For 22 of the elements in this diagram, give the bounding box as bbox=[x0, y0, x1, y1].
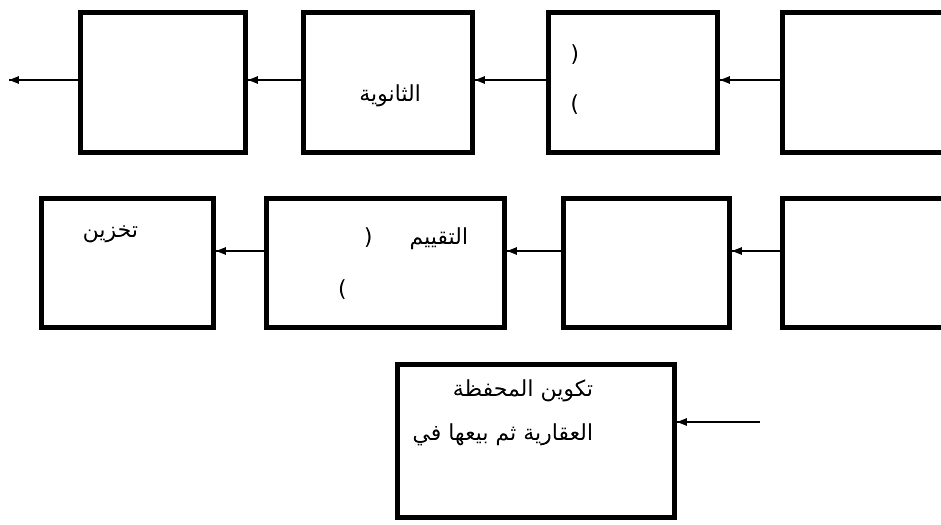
empty-box bbox=[78, 10, 248, 155]
process-box bbox=[264, 196, 507, 330]
arrow bbox=[216, 247, 264, 255]
process-box bbox=[301, 10, 475, 155]
empty-box bbox=[780, 10, 941, 155]
box-text: تخزين bbox=[82, 217, 138, 245]
empty-box bbox=[780, 196, 941, 330]
box-text: تكوين المحفظة العقارية ثم بيعها في bbox=[411, 376, 593, 448]
arrow bbox=[677, 418, 760, 426]
process-box bbox=[395, 362, 677, 520]
arrow bbox=[475, 76, 546, 84]
process-box bbox=[546, 10, 720, 155]
arrow bbox=[248, 76, 301, 84]
box-text: التقييم ( ) bbox=[337, 224, 468, 304]
arrow bbox=[732, 247, 780, 255]
arrow bbox=[720, 76, 780, 84]
arrow bbox=[507, 247, 561, 255]
box-text: الثانوية bbox=[358, 81, 422, 109]
arrow bbox=[9, 76, 78, 84]
box-text: ( ) bbox=[569, 41, 579, 119]
empty-box bbox=[561, 196, 732, 330]
process-box bbox=[39, 196, 216, 330]
